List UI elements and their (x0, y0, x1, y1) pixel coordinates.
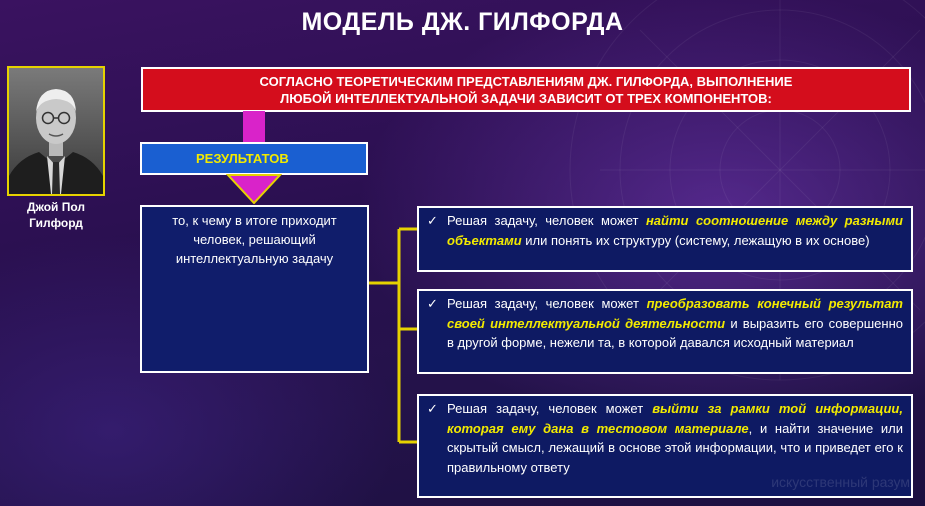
item-text: или понять их структуру (систему, лежащу… (521, 232, 870, 248)
banner-line-1: СОГЛАСНО ТЕОРЕТИЧЕСКИМ ПРЕДСТАВЛЕНИЯМ ДЖ… (259, 74, 793, 89)
check-mark-icon: ✓ (427, 401, 438, 416)
item-text: Решая задачу, человек может (447, 213, 646, 228)
caption-first-name: Джой Пол (26, 200, 86, 214)
item-highlight: преобразовать конечный результат своей и… (447, 296, 903, 331)
caption-last-name: Гилфорд (29, 216, 83, 230)
banner-line-2: ЛЮБОЙ ИНТЕЛЛЕКТУАЛЬНОЙ ЗАДАЧИ ЗАВИСИТ ОТ… (280, 91, 772, 106)
item-highlight: выйти за рамки той информации, которая е… (447, 401, 903, 436)
definition-box: то, к чему в итоге приходит человек, реш… (140, 205, 369, 373)
portrait-caption: Джой Пол Гилфорд (10, 199, 102, 231)
header-banner: СОГЛАСНО ТЕОРЕТИЧЕСКИМ ПРЕДСТАВЛЕНИЯМ ДЖ… (141, 67, 911, 112)
portrait-photo (7, 66, 105, 196)
check-mark-icon: ✓ (427, 213, 438, 228)
result-item-3: ✓ Решая задачу, человек может выйти за р… (417, 394, 913, 498)
item-text: Решая задачу, человек может (447, 401, 653, 416)
down-arrow-icon (226, 174, 282, 204)
watermark: искусственный разум (771, 474, 910, 490)
item-text: , и найти значение или скрытый смысл, ле… (447, 420, 903, 475)
arrow-stem (243, 111, 265, 143)
check-mark-icon: ✓ (427, 296, 438, 311)
item-text: и выразить его совершенно в другой форме… (447, 315, 903, 351)
connector-lines (369, 227, 417, 444)
result-item-2: ✓ Решая задачу, человек может преобразов… (417, 289, 913, 374)
slide-title: МОДЕЛЬ ДЖ. ГИЛФОРДА (301, 8, 624, 36)
item-highlight: найти соотношение между разными объектам… (447, 213, 903, 248)
item-text: Решая задачу, человек может (447, 296, 647, 311)
component-label-box: РЕЗУЛЬТАТОВ (140, 142, 368, 175)
result-item-1: ✓ Решая задачу, человек может найти соот… (417, 206, 913, 272)
